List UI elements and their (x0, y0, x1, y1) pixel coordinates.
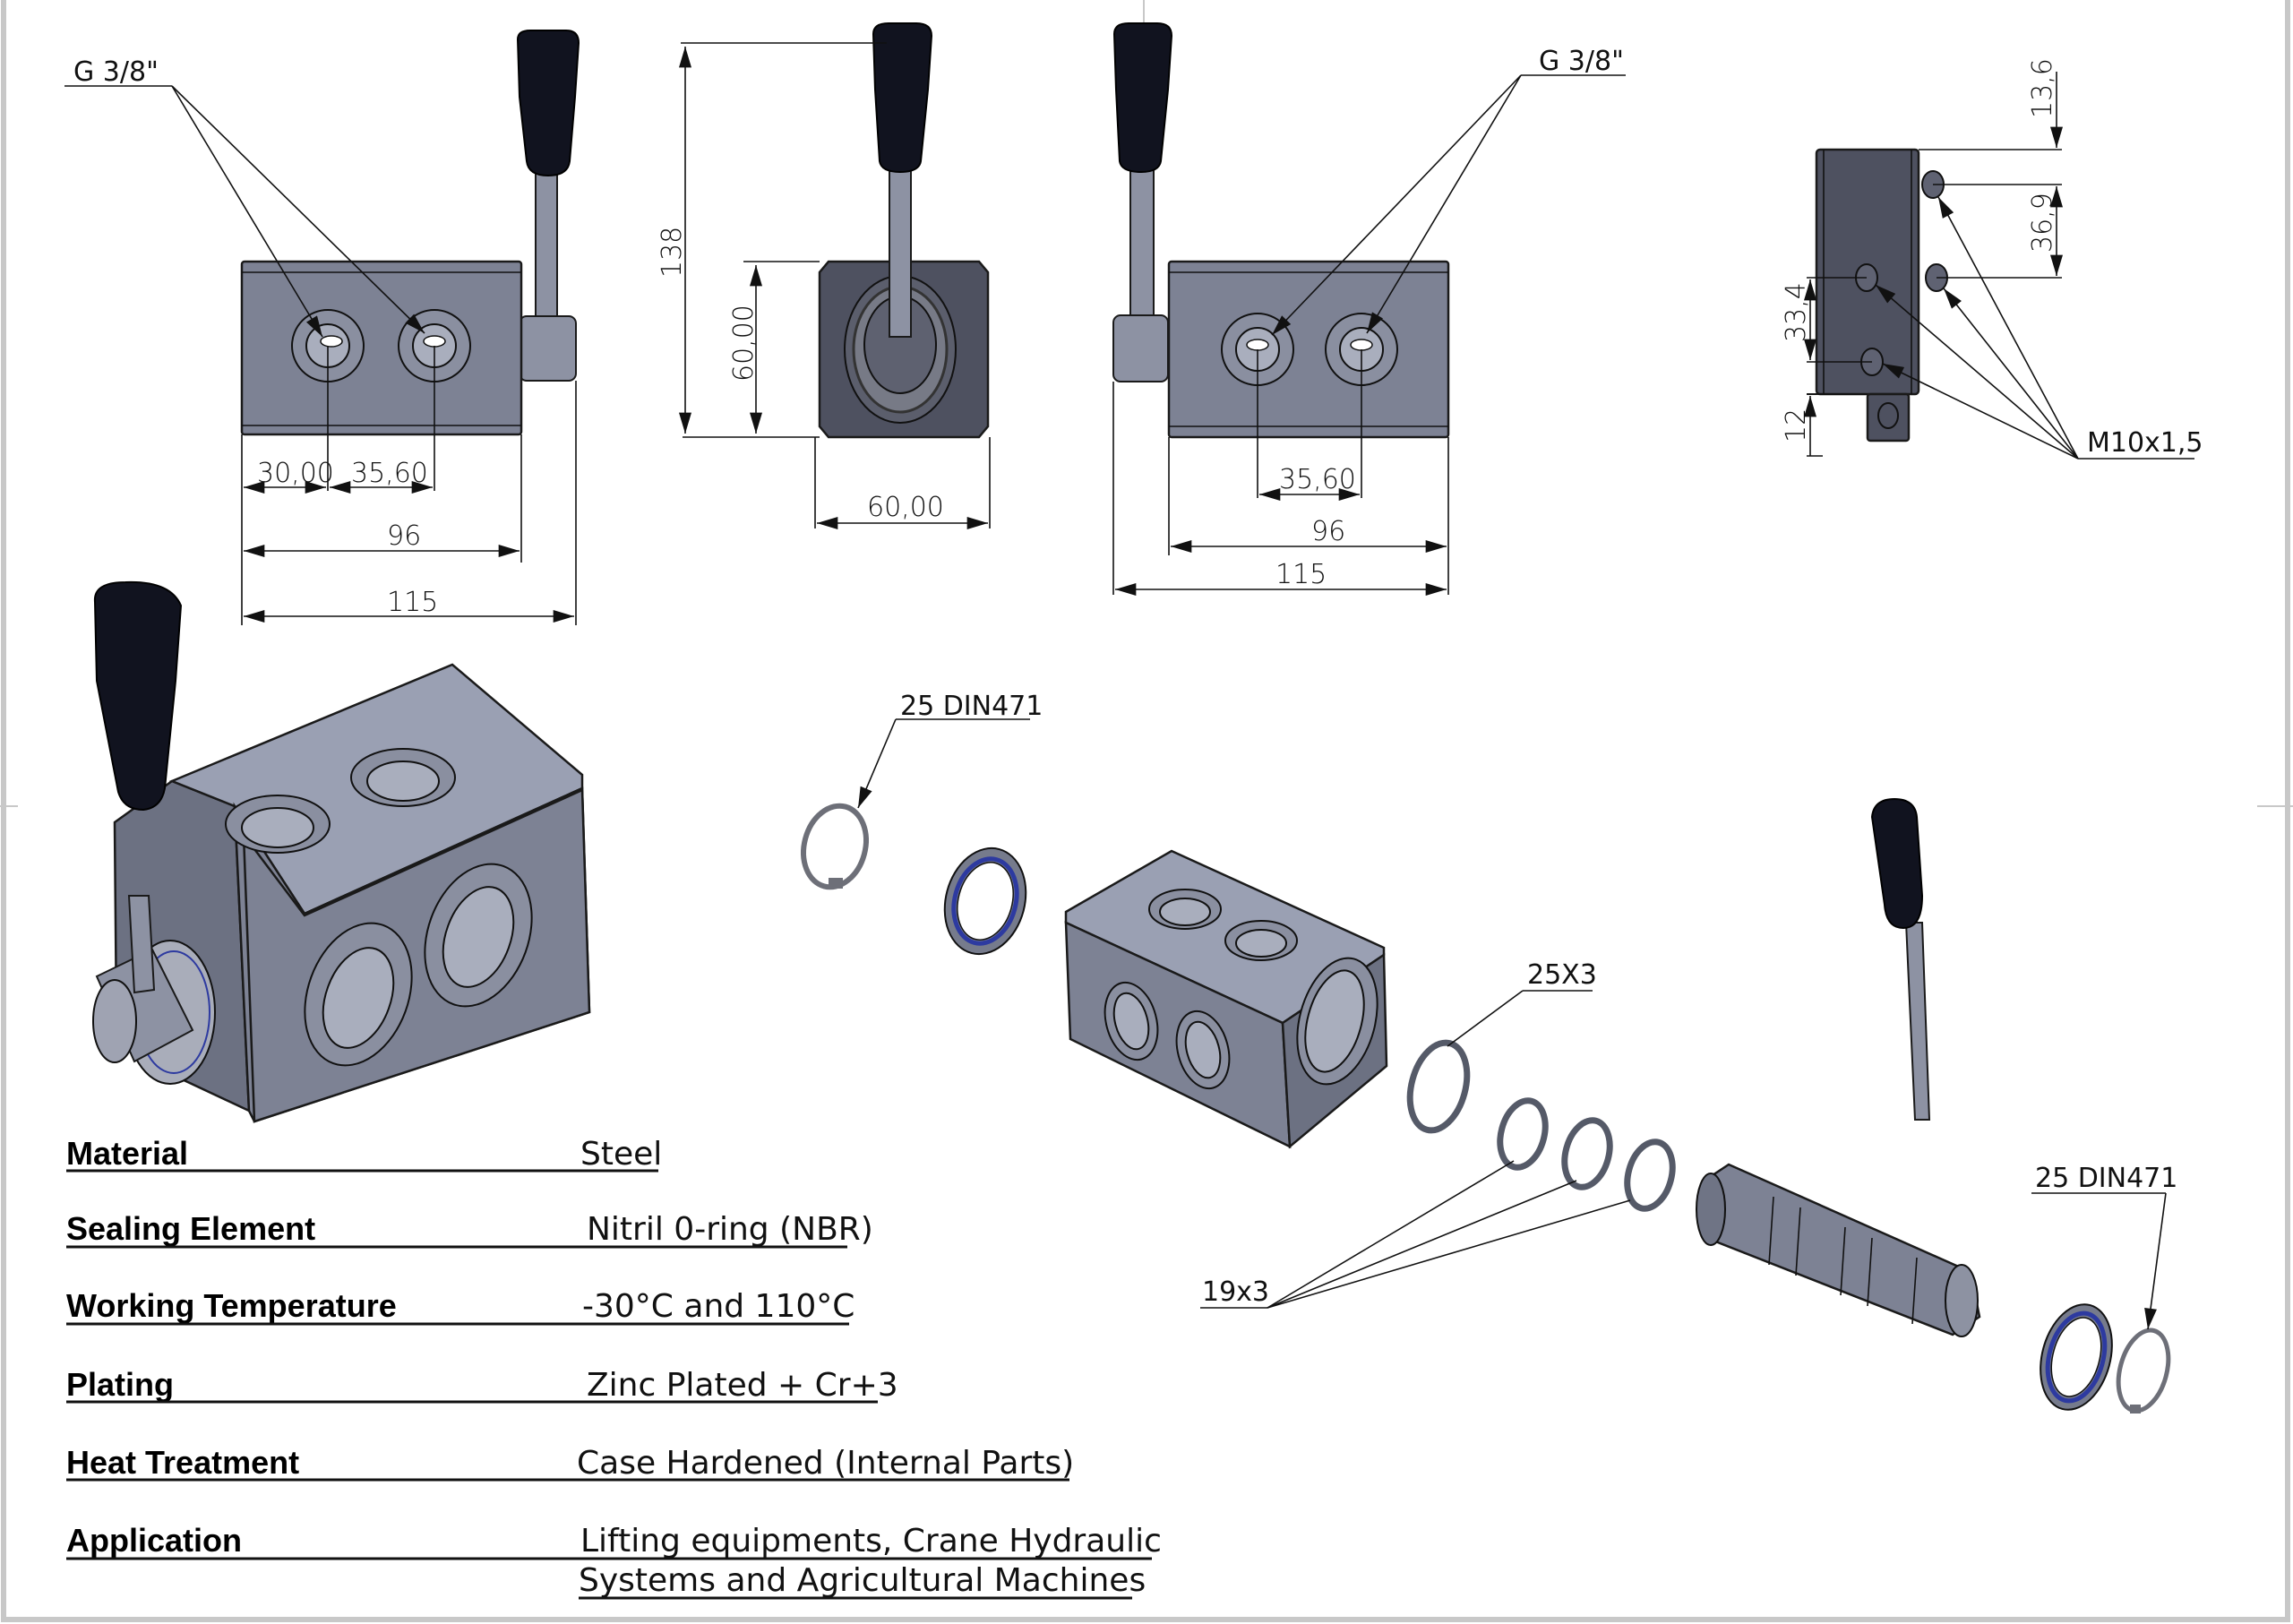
dim-port-spacing: 35,60 (1279, 464, 1356, 495)
lever-knob (93, 580, 183, 812)
rear-view: G 3/8" 35,60 96 115 (1112, 22, 1626, 596)
spec-value: Lifting equipments, Crane Hydraulic (580, 1523, 1162, 1560)
spec-row: Plating Zinc Plated + Cr+3 (66, 1366, 898, 1404)
dim-hole-spacing-left: 33,4 (1781, 282, 1812, 342)
oring-19x3 (1561, 1117, 1613, 1190)
spec-key: Heat Treatment (66, 1444, 299, 1481)
pivot-housing (519, 315, 577, 382)
oring-25x3-label: 25X3 (1527, 959, 1597, 991)
dim-body-length: 96 (1311, 516, 1345, 547)
lever-rod (889, 169, 912, 338)
spec-value: Steel (580, 1136, 662, 1173)
exploded-lever (1870, 797, 1931, 1121)
spec-value: Zinc Plated + Cr+3 (587, 1367, 898, 1404)
lever-rod (535, 171, 558, 334)
bottom-view: 13,6 36,9 33,4 12 M10x1,5 (1781, 58, 2203, 460)
circlip-left (801, 803, 869, 890)
spec-key: Working Temperature (66, 1287, 397, 1324)
spool-end (1866, 392, 1911, 443)
lever-rod (1129, 169, 1155, 332)
seal-washer-left (943, 846, 1027, 956)
exploded-view: 25 DIN471 25X3 19x3 (801, 691, 2177, 1413)
spec-row: Working Temperature -30°C and 110°C (66, 1287, 855, 1326)
dim-bottom-offset: 12 (1781, 408, 1812, 443)
spec-table: Material Steel Sealing Element Nitril 0-… (66, 1135, 1162, 1600)
valve-body-front (240, 260, 523, 436)
front-view: G 3/8" 30,00 35,60 96 115 (64, 30, 580, 625)
port-thread-callout: G 3/8" (73, 56, 159, 88)
pivot-housing (1112, 314, 1169, 382)
spec-key: Plating (66, 1366, 174, 1403)
side-view: 138 60,00 60,00 (657, 22, 991, 529)
spec-key: Material (66, 1135, 188, 1172)
circlip-left-label: 25 DIN471 (900, 691, 1043, 722)
spec-value: Case Hardened (Internal Parts) (577, 1445, 1074, 1482)
dim-total-height: 138 (657, 227, 688, 278)
oring-19x3-label: 19x3 (1202, 1276, 1269, 1308)
dim-total-length: 115 (387, 587, 438, 618)
dim-total-length: 115 (1275, 559, 1327, 590)
spec-value-continued: Systems and Agricultural Machines (579, 1562, 1146, 1599)
spec-key: Application (66, 1522, 242, 1559)
oring-19x3 (1497, 1097, 1549, 1171)
lever-knob (1112, 22, 1173, 174)
spec-value: -30°C and 110°C (582, 1288, 855, 1325)
spec-key: Sealing Element (66, 1210, 315, 1247)
oring-25x3 (1406, 1039, 1471, 1134)
dim-port-offset: 30,00 (257, 458, 334, 489)
valve-body-rear (1167, 260, 1450, 439)
dim-top-offset: 13,6 (2027, 58, 2058, 118)
dim-hole-spacing-right: 36,9 (2027, 193, 2058, 253)
lever-rod (127, 895, 156, 994)
exploded-valve-body (1064, 849, 1388, 1149)
dim-port-spacing: 35,60 (351, 458, 428, 489)
oring-19x3 (1624, 1139, 1676, 1212)
dim-body-width: 60,00 (867, 492, 944, 523)
circlip-right (2116, 1328, 2171, 1413)
spec-row: Sealing Element Nitril 0-ring (NBR) (66, 1210, 873, 1249)
port-thread-callout: G 3/8" (1539, 46, 1624, 77)
spec-row: Heat Treatment Case Hardened (Internal P… (66, 1444, 1074, 1482)
dim-body-height: 60,00 (728, 305, 760, 382)
mounting-thread-callout: M10x1,5 (2087, 427, 2203, 459)
seal-washer-right (2040, 1303, 2113, 1411)
spec-value: Nitril 0-ring (NBR) (587, 1211, 873, 1248)
circlip-right-label: 25 DIN471 (2035, 1163, 2177, 1194)
isometric-view (92, 580, 591, 1123)
lever-knob (516, 30, 580, 177)
lever-knob (872, 22, 933, 174)
spec-row: Application Lifting equipments, Crane Hy… (66, 1522, 1162, 1600)
dim-body-length: 96 (387, 520, 421, 552)
spool (1696, 1163, 1981, 1337)
spec-row: Material Steel (66, 1135, 662, 1173)
